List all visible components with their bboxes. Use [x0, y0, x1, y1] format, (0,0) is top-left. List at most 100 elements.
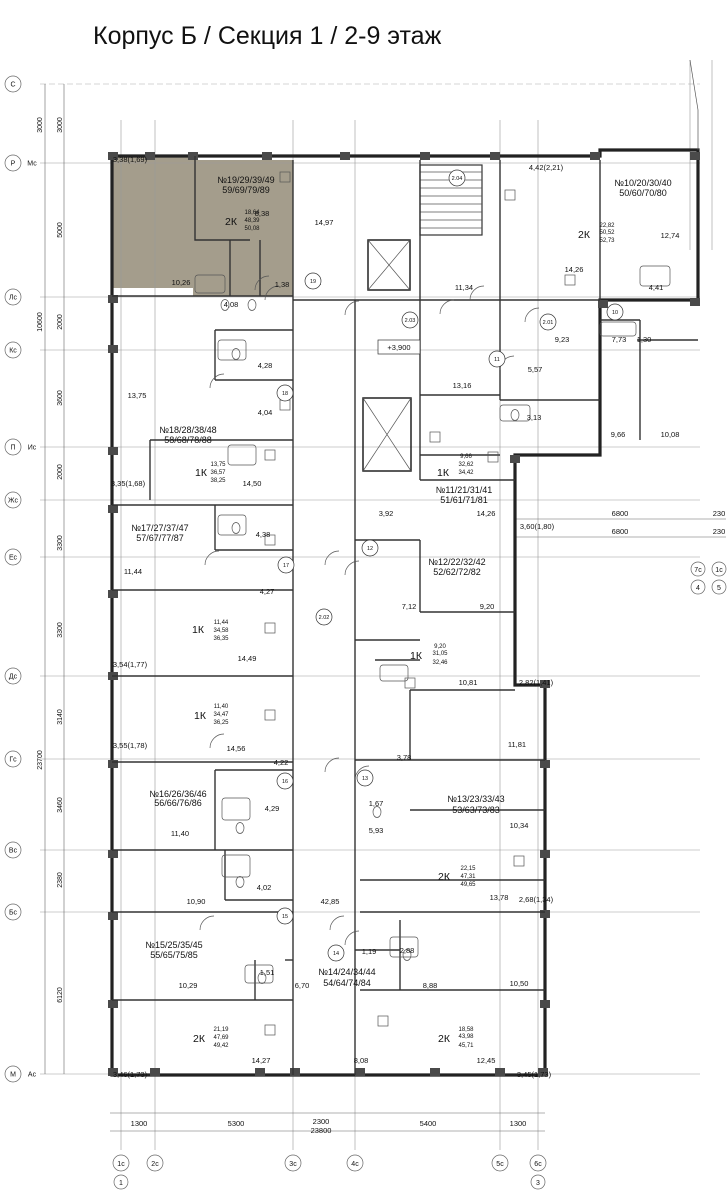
room-area-label: 3,78 [397, 753, 412, 762]
dim-left-label: 3000 [57, 117, 64, 133]
dim-bottom-label: 2300 [313, 1117, 330, 1126]
door-swing [469, 285, 485, 301]
node-marker [276, 384, 294, 402]
axis-label-bottom: 6с [534, 1161, 542, 1168]
axis-bubble-left [4, 841, 22, 859]
bathtub [194, 274, 226, 294]
axis-label-left: Р [11, 161, 16, 168]
structural-column [355, 1068, 365, 1076]
room-area-label: 8,88 [423, 981, 438, 990]
kitchen-sink [264, 449, 276, 461]
room-area-label: 4,04 [258, 408, 273, 417]
apartment-number: №15/25/35/45 [145, 940, 202, 950]
room-area-label: 10,34 [510, 821, 529, 830]
node-label: 18 [282, 391, 288, 397]
structural-column [690, 298, 700, 306]
axis-label-left: Бс [9, 910, 18, 917]
room-area-label: 3,35(1,68) [111, 479, 146, 488]
room-area-label: 1,30 [637, 335, 652, 344]
axis-label-left: Гс [9, 757, 17, 764]
node-label: 12 [367, 546, 373, 552]
axis-bubble-left [4, 903, 22, 921]
kitchen-sink [264, 622, 276, 634]
page-title: Корпус Б / Секция 1 / 2-9 этаж [93, 22, 442, 50]
room-area-label: 6,70 [295, 981, 310, 990]
apartment-area-summary: 9,66 [460, 454, 472, 460]
room-area-label: 10,81 [459, 678, 478, 687]
axis-bubble-right [690, 561, 706, 577]
toilet [231, 348, 241, 360]
dim-right-label: 230 [713, 509, 726, 518]
door-swing [264, 285, 280, 301]
room-area-label: 4,02 [257, 883, 272, 892]
toilet [235, 822, 245, 834]
dim-bottom-label: 1300 [131, 1119, 148, 1128]
apartment-area-summary: 52,73 [599, 238, 615, 244]
axis-bubble-right-sub [711, 579, 727, 595]
room-area-label: 12,45 [477, 1056, 496, 1065]
apartment-type: 2К [438, 1033, 451, 1045]
room-area-label: 14,97 [315, 218, 334, 227]
room-area-label: 4,42(2,21) [529, 163, 564, 172]
room-area-label: 1,67 [369, 799, 384, 808]
node-label: 16 [282, 779, 288, 785]
room-area-label: 3,60(1,80) [520, 522, 555, 531]
axis-bubble-bottom-sub [113, 1174, 129, 1190]
axis-bubble-left [4, 438, 22, 456]
node-marker [401, 311, 419, 329]
kitchen-sink [264, 709, 276, 721]
apartment-area-summary: 32,62 [458, 462, 474, 468]
dim-left-label: 3000 [37, 117, 44, 133]
room-area-label: 14,56 [227, 744, 246, 753]
apartment-area-summary: 34,47 [213, 712, 229, 718]
axis-label-left-inner: Ис [28, 445, 37, 452]
apartment-type: 2К [578, 229, 591, 241]
dim-left-label: 3140 [57, 709, 64, 725]
room-area-label: 3,55(1,78) [113, 741, 148, 750]
apartment-area-summary: 11,40 [214, 704, 229, 710]
axis-bubble-bottom-sub [530, 1174, 546, 1190]
structural-column [108, 345, 118, 353]
structural-column [540, 850, 550, 858]
bathtub [227, 444, 257, 466]
axis-label-bottom: 3с [289, 1161, 297, 1168]
room-area-label: 4,08 [224, 300, 239, 309]
apartment-area-summary: 43,98 [458, 1034, 474, 1040]
door-swing [254, 275, 270, 291]
dim-left-label: 2000 [57, 314, 64, 330]
apartment-type: 1К [410, 650, 423, 662]
structural-column [108, 447, 118, 455]
apartment-number: №16/26/36/46 [149, 789, 206, 799]
axis-label-bottom: 4с [351, 1161, 359, 1168]
node-marker [606, 303, 624, 321]
node-marker [315, 608, 333, 626]
room-area-label: 11,81 [508, 740, 526, 749]
axis-bubble-left [4, 1065, 22, 1083]
dim-right-label: 6800 [612, 509, 629, 518]
dim-left-label: 3600 [57, 390, 64, 406]
door-swing [524, 307, 540, 323]
door-swing [344, 300, 360, 316]
node-label: 17 [283, 563, 289, 569]
apartment-area-summary: 36,57 [210, 470, 226, 476]
toilet [235, 876, 245, 888]
apartment-area-summary: 11,44 [214, 620, 229, 626]
structural-column [340, 152, 350, 160]
node-marker [277, 556, 295, 574]
apartment-area-summary: 34,42 [458, 470, 474, 476]
apartment-area-summary: 36,35 [213, 636, 229, 642]
apartment-area-summary: 47,69 [213, 1035, 229, 1041]
room-area-label: 10,26 [172, 278, 191, 287]
room-area-label: 7,12 [402, 602, 417, 611]
structural-column [590, 152, 600, 160]
apartment-floors: 52/62/72/82 [433, 567, 481, 577]
apartment-area-summary: 50,52 [599, 230, 615, 236]
structural-column [108, 760, 118, 768]
apartment-area-summary: 32,46 [432, 660, 448, 666]
apartment-area-summary: 47,31 [460, 874, 476, 880]
axis-bubble-right [711, 561, 727, 577]
room-area-label: 3,92 [379, 509, 394, 518]
axis-label-left: Лс [9, 295, 18, 302]
apartment-floors: 51/61/71/81 [440, 495, 488, 505]
